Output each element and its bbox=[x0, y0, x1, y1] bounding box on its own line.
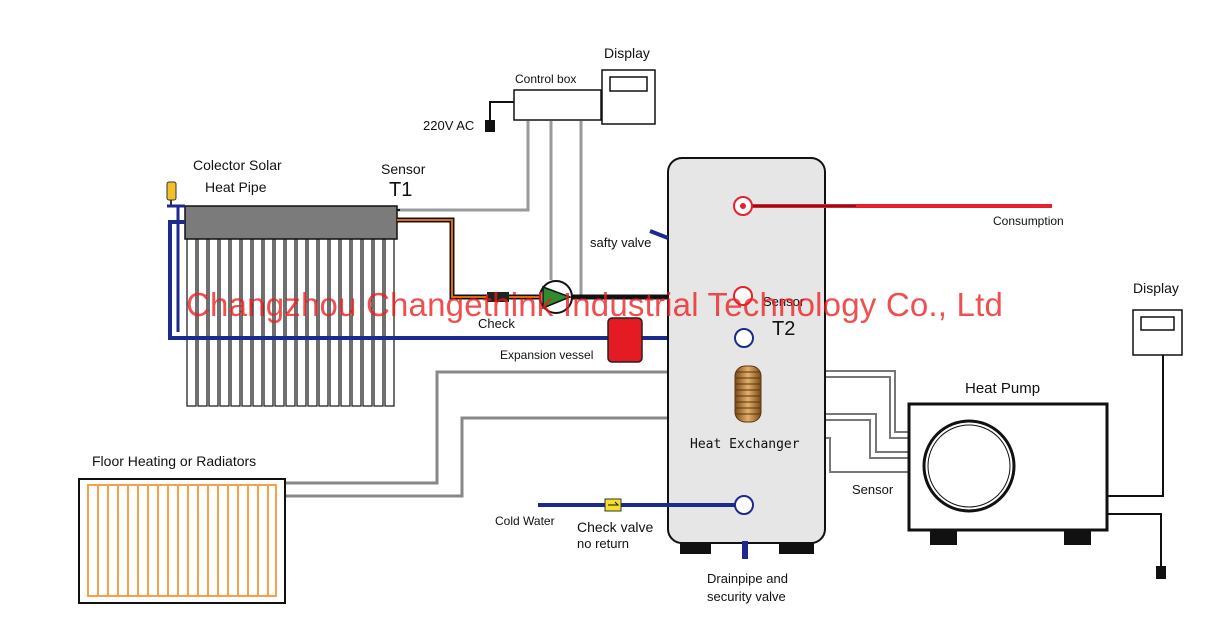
label-consumption: Consumption bbox=[993, 214, 1064, 228]
heat-pump-unit bbox=[907, 402, 1109, 545]
tank-leg-right bbox=[779, 542, 814, 554]
label-check: Check bbox=[478, 316, 515, 331]
port-sensor-t2 bbox=[733, 286, 753, 306]
solar-flow-pipe bbox=[397, 217, 738, 302]
display-top bbox=[601, 69, 656, 125]
collector-header bbox=[184, 205, 398, 240]
tank-leg-left bbox=[680, 542, 711, 554]
label-t1: T1 bbox=[389, 179, 413, 201]
display-right bbox=[1107, 309, 1183, 497]
label-cold-water: Cold Water bbox=[495, 514, 555, 528]
label-collector-2: Heat Pipe bbox=[205, 179, 267, 195]
return-pipe bbox=[167, 204, 738, 340]
label-check-valve-2: no return bbox=[577, 536, 630, 551]
check-valve-solar bbox=[487, 292, 509, 302]
label-display-right: Display bbox=[1133, 280, 1179, 296]
air-vent bbox=[166, 181, 177, 206]
label-drain-1: Drainpipe and bbox=[707, 571, 788, 586]
storage-tank bbox=[667, 157, 826, 544]
consumption-outlet bbox=[733, 196, 1052, 216]
label-sensor-t1: Sensor bbox=[381, 161, 426, 177]
heat-exchanger-coil bbox=[734, 365, 762, 423]
expansion-vessel bbox=[607, 317, 643, 363]
power-cable bbox=[485, 101, 514, 132]
label-collector-1: Colector Solar bbox=[193, 157, 282, 173]
solar-collector bbox=[184, 205, 400, 407]
safety-valve-pipe bbox=[649, 229, 669, 240]
label-heat-pump: Heat Pump bbox=[965, 380, 1041, 397]
drain-pipe bbox=[742, 541, 748, 559]
circulation-pump bbox=[539, 280, 573, 314]
label-sensor-mid: Sensor bbox=[763, 294, 805, 309]
label-display-top: Display bbox=[604, 45, 650, 61]
control-wires bbox=[398, 102, 601, 298]
cold-water-inlet bbox=[538, 498, 736, 512]
label-t2: T2 bbox=[772, 318, 796, 340]
floor-heating-panel bbox=[78, 478, 286, 604]
label-expansion-vessel: Expansion vessel bbox=[500, 348, 594, 362]
label-drain-2: security valve bbox=[707, 589, 786, 604]
label-control-box: Control box bbox=[515, 72, 577, 86]
control-box bbox=[513, 89, 602, 121]
heat-pump-power-cable bbox=[1107, 513, 1166, 579]
label-sensor-hp: Sensor bbox=[852, 482, 894, 497]
floor-heating-pipes bbox=[285, 370, 744, 498]
label-check-valve-1: Check valve bbox=[577, 519, 654, 535]
label-floor-heating: Floor Heating or Radiators bbox=[92, 453, 257, 469]
port-cold-water bbox=[734, 495, 754, 515]
label-power: 220V AC bbox=[423, 118, 475, 133]
port-return bbox=[734, 328, 754, 348]
heat-pump-pipes bbox=[822, 370, 910, 473]
label-safety-valve: safty valve bbox=[590, 235, 652, 250]
label-heat-exchanger: Heat Exchanger bbox=[690, 437, 800, 452]
